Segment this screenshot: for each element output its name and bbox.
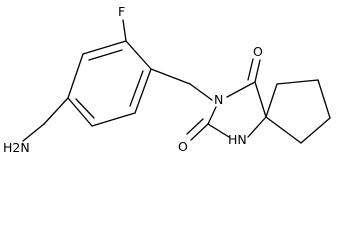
bond-c2-o-bottom-2 — [186, 118, 204, 135]
bond-ring-double-b — [129, 70, 144, 107]
atom-label-fluorine: F — [118, 4, 125, 19]
bond-c2-n — [207, 106, 217, 125]
molecule-canvas: F H2N N HN O O — [3, 4, 331, 155]
bond-benzyl-n — [189, 83, 213, 101]
atom-label-amide-nh: HN — [228, 132, 247, 147]
atom-label-oxygen-bottom: O — [178, 139, 188, 154]
atom-label-oxygen-top: O — [253, 44, 263, 59]
bond-spiro-nh — [247, 116, 267, 138]
bond-cp-5 — [265, 116, 302, 144]
bond-cp-3 — [317, 79, 331, 119]
atom-label-amine: H2N — [3, 140, 30, 155]
bond-ring-4-5 — [134, 68, 152, 114]
bond-ring-double-c — [75, 98, 95, 119]
bond-cp-4 — [300, 117, 331, 144]
bond-cp-1 — [265, 83, 278, 118]
bond-c4-o-top-2 — [247, 58, 254, 81]
bond-ring-6-1 — [67, 97, 93, 127]
bond-ring-3-4 — [125, 40, 152, 70]
bond-ring-double-a — [88, 49, 123, 61]
bond-c4-o-top-1 — [254, 59, 261, 83]
bond-ring-2-3 — [82, 40, 127, 55]
bond-nh2-ch2 — [22, 123, 45, 142]
bond-ch2-ring — [43, 97, 69, 125]
bond-ring-benzyl — [150, 68, 191, 85]
bond-nh-c2 — [207, 123, 230, 138]
bond-n-c4 — [226, 81, 256, 98]
bond-ring-fluorine — [122, 19, 127, 42]
bond-cp-2 — [276, 79, 319, 85]
bond-c4-spiro — [254, 81, 267, 118]
bond-c2-o-bottom-1 — [190, 123, 209, 141]
structure-diagram: F H2N N HN O O — [3, 4, 331, 155]
bond-ring-1-2 — [67, 53, 84, 99]
bond-ring-5-6 — [91, 112, 136, 127]
atom-label-imide-nitrogen: N — [214, 92, 223, 107]
